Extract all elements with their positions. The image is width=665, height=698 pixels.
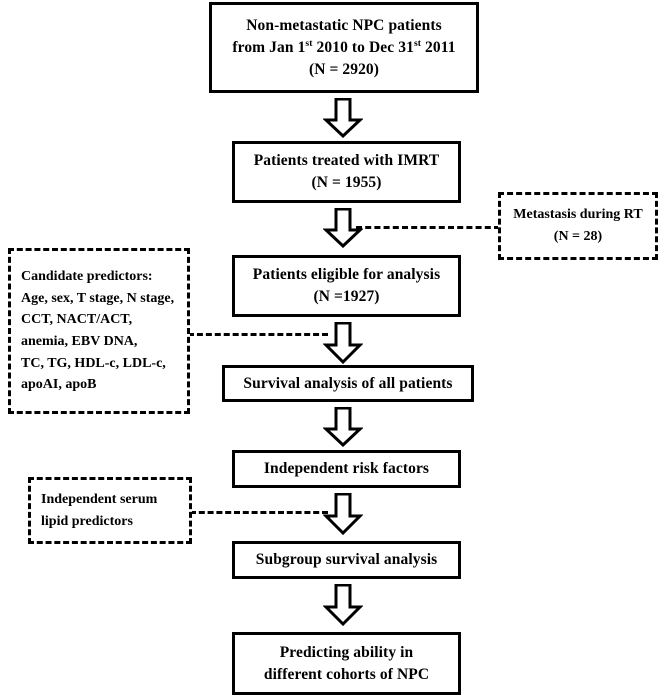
- node-cohort-line1: Non-metastatic NPC patients: [246, 16, 442, 34]
- annotation-candidate-line3: CCT, NACT/ACT,: [21, 312, 133, 328]
- node-eligible-line2: (N =1927): [313, 288, 380, 305]
- annotation-candidate-line5: TC, TG, HDL-c, LDL-c,: [21, 355, 166, 371]
- annotation-candidate-line2: Age, sex, T stage, N stage,: [21, 290, 175, 306]
- arrow-survival-to-riskfactors: [323, 407, 363, 447]
- node-cohort: Non-metastatic NPC patients from Jan 1st…: [209, 2, 479, 93]
- node-cohort-line2-sup2: st: [413, 37, 422, 49]
- node-predicting: Predicting ability in different cohorts …: [232, 632, 461, 695]
- node-imrt-line1: Patients treated with IMRT: [253, 152, 440, 169]
- arrow-riskfactors-to-subgroup: [323, 493, 363, 535]
- node-cohort-line2-a: from Jan 1: [232, 38, 306, 56]
- annotation-serum-lipid-line2: lipid predictors: [41, 513, 133, 529]
- connector-serum-lipid: [190, 511, 328, 514]
- connector-candidate-predictors: [188, 333, 328, 336]
- arrow-imrt-to-eligible: [323, 208, 363, 248]
- annotation-candidate-line4: anemia, EBV DNA,: [21, 334, 138, 349]
- node-eligible: Patients eligible for analysis (N =1927): [232, 255, 461, 317]
- annotation-serum-lipid-line1: Independent serum: [41, 491, 158, 507]
- annotation-candidate-line1: Candidate predictors:: [21, 268, 153, 284]
- node-imrt-line2: (N = 1955): [311, 174, 382, 191]
- node-survival-all: Survival analysis of all patients: [222, 365, 474, 402]
- node-imrt: Patients treated with IMRT (N = 1955): [232, 141, 461, 203]
- connector-metastasis: [356, 226, 500, 229]
- arrow-cohort-to-imrt: [323, 98, 363, 138]
- node-survival-all-line1: Survival analysis of all patients: [243, 374, 453, 392]
- node-risk-factors-line1: Independent risk factors: [263, 460, 430, 477]
- node-eligible-line1: Patients eligible for analysis: [252, 266, 441, 283]
- annotation-metastasis-line2: (N = 28): [553, 229, 603, 244]
- node-predicting-line1: Predicting ability in: [279, 643, 414, 661]
- node-cohort-line3: (N = 2920): [308, 60, 380, 78]
- node-subgroup-line1: Subgroup survival analysis: [255, 551, 438, 568]
- annotation-metastasis-line1: Metastasis during RT: [513, 207, 643, 223]
- annotation-candidate-predictors: Candidate predictors: Age, sex, T stage,…: [8, 248, 190, 414]
- node-cohort-line2-b: 2010 to Dec 31: [312, 38, 414, 56]
- node-subgroup: Subgroup survival analysis: [232, 541, 461, 579]
- node-predicting-line2: different cohorts of NPC: [263, 665, 430, 683]
- arrow-eligible-to-survival: [323, 322, 363, 364]
- node-risk-factors: Independent risk factors: [232, 450, 461, 488]
- arrow-subgroup-to-predicting: [323, 584, 363, 626]
- annotation-serum-lipid: Independent serum lipid predictors: [28, 477, 192, 544]
- annotation-candidate-line6: apoAI, apoB: [21, 377, 97, 393]
- node-cohort-line2-c: 2011: [421, 38, 456, 56]
- node-cohort-line2: from Jan 1st 2010 to Dec 31st 2011: [232, 37, 455, 59]
- annotation-metastasis: Metastasis during RT (N = 28): [498, 192, 658, 260]
- node-cohort-line2-sup1: st: [305, 37, 313, 49]
